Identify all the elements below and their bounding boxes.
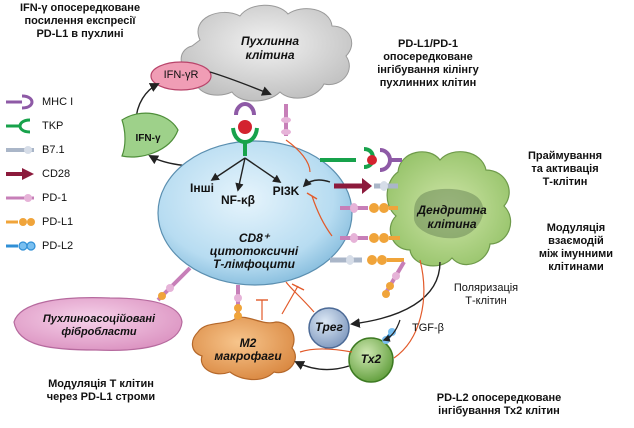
pd1-inhibition-line: [285, 139, 311, 173]
legend-item-mhc-i: MHC I: [4, 94, 124, 110]
label-nfkb: NF-κβ: [220, 193, 255, 207]
ifn-gamma-receptor-shape: [150, 61, 212, 91]
pd-l1-icon: [6, 218, 35, 226]
legend-label: MHC I: [42, 96, 74, 108]
signal-to-pi3k-arrow: [244, 157, 282, 183]
label-tumor-cell: Пухлинна клітина: [240, 34, 300, 62]
pdl2-th2-curve: [393, 259, 425, 359]
label-cd8-t-cells: CD8⁺ цитотоксичні Т-лімфоцити: [209, 231, 299, 271]
label-fibroblasts: Пухлиноасоційовані фібробласти: [42, 313, 156, 338]
label-ifn-gamma-receptor: IFN-γR: [163, 69, 199, 81]
ifngr-to-tumor-arrow: [209, 71, 272, 96]
cd8-dendritic-receptors: [320, 147, 404, 265]
mhc-i-icon: [6, 94, 34, 110]
legend-item-pd-1: PD-1: [4, 190, 124, 206]
label-ifn-gamma: IFN-γ: [135, 133, 161, 144]
label-treg: Tрег: [315, 320, 343, 334]
caption-stroma-pdl1: Модуляція Т клітин через PD-L1 строми: [46, 378, 156, 403]
caption-ifn-tumor: IFN-γ опосередковане посилення експресії…: [19, 2, 141, 40]
caption-polarization: Поляризація Т-клітин: [453, 282, 519, 307]
tgf-arrow: [382, 319, 401, 342]
caption-pdl2-th2: PD-L2 опосередковане інгібування Тх2 клі…: [436, 392, 562, 417]
signal-to-others-arrow: [210, 157, 246, 181]
cd28-icon: [6, 168, 34, 180]
caption-modulation: Модуляція взаємодій між імунними клітина…: [538, 222, 614, 273]
treg-to-m2-inhibition: [299, 348, 353, 353]
cd8-t-cell-shape: [157, 140, 353, 286]
legend-item-pd-l2: PD-L2: [4, 238, 124, 254]
cd8-m2-receptors: [234, 283, 305, 320]
pi3k-inhibition-bar: [306, 192, 318, 200]
label-m2-macrophages: М2 макрофаги: [214, 336, 282, 363]
th2-to-m2-arrow: [294, 361, 350, 371]
legend-item-pd-l1: PD-L1: [4, 214, 124, 230]
pd-l2-icon: [6, 241, 36, 251]
pd-1-icon: [6, 194, 34, 202]
legend-label: PD-L2: [42, 240, 74, 252]
legend-label: CD28: [42, 168, 71, 180]
label-pi3k: PI3K: [272, 184, 300, 198]
dendritic-cell-nucleus: [413, 188, 484, 239]
pd-1-tumor-pair: [281, 104, 291, 136]
label-th2: Тх2: [360, 352, 382, 366]
legend-label: TKP: [42, 120, 64, 132]
caption-priming: Праймування та активація Т-клітин: [527, 150, 603, 188]
tcr-icon: [6, 118, 31, 134]
treg-inhibition-curve: [285, 281, 315, 313]
dendritic-th2-receptors: [382, 260, 406, 344]
cd28-to-pi3k-arrow: [302, 178, 331, 188]
mhc-tcr-complex: [231, 101, 259, 156]
treg-cell-shape: [308, 307, 350, 349]
legend-label: PD-1: [42, 192, 68, 204]
caption-pdl1-pd1-inhibition: PD-L1/PD-1 опосередковане інгібування кі…: [377, 38, 479, 89]
caption-tgf-beta: TGF-β: [412, 322, 444, 334]
label-others: Інші: [190, 181, 214, 195]
fibroblast-shape: [13, 297, 183, 351]
legend-item-b7-1: B7.1: [4, 142, 124, 158]
label-dendritic-cell: Дендритна клітина: [417, 203, 487, 231]
polarization-arrow: [350, 261, 441, 328]
th2-cell-shape: [348, 337, 394, 383]
ifn-gamma-shape: [121, 112, 179, 158]
legend-item-cd28: CD28: [4, 166, 124, 182]
legend-label: B7.1: [42, 144, 65, 156]
legend-item-tcr: TKP: [4, 118, 124, 134]
b7-1-icon: [6, 146, 34, 154]
pi3k-inhibition-curve: [311, 195, 333, 237]
legend-label: PD-L1: [42, 216, 74, 228]
cd8-fibroblast-receptors: [156, 266, 192, 302]
signal-to-nfkb-arrow: [235, 157, 246, 192]
